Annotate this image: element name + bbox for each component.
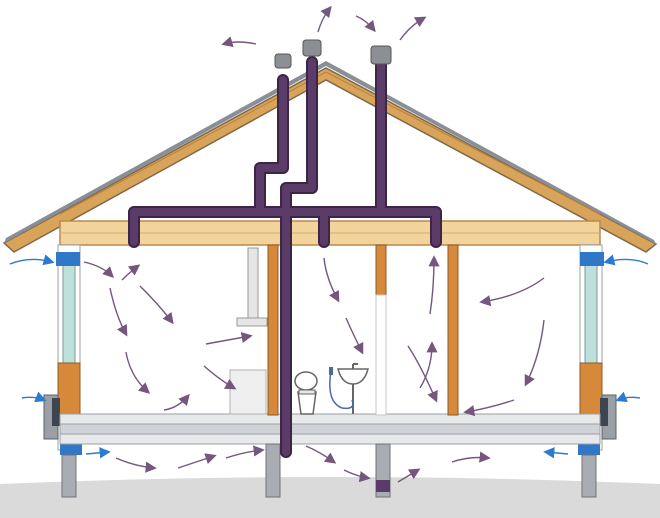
cap-icon bbox=[274, 39, 392, 69]
interior-walls bbox=[267, 244, 459, 416]
floor bbox=[59, 413, 601, 445]
arrow-icon bbox=[163, 393, 190, 411]
arrow-icon bbox=[317, 5, 332, 33]
arrow-icon bbox=[451, 451, 491, 463]
arrow-icon bbox=[139, 285, 174, 325]
arrow-icon bbox=[121, 264, 141, 281]
ventilation-ducts bbox=[128, 56, 442, 458]
left-top-vent bbox=[56, 252, 80, 266]
arrow-icon bbox=[203, 365, 237, 390]
arrow-icon bbox=[399, 16, 427, 41]
arrow-icon bbox=[397, 468, 421, 483]
arrow-icon bbox=[615, 391, 641, 403]
arrow-icon bbox=[305, 445, 337, 464]
left-bottom-vent bbox=[60, 443, 82, 455]
arrow-icon bbox=[225, 445, 265, 459]
arrow-icon bbox=[343, 469, 371, 483]
ground bbox=[0, 477, 660, 518]
right-wall bbox=[578, 244, 617, 455]
arrow-icon bbox=[109, 287, 128, 337]
arrow-icon bbox=[419, 341, 438, 389]
arrow-icon bbox=[603, 254, 649, 266]
arrow-icon bbox=[115, 457, 157, 473]
arrow-icon bbox=[345, 317, 364, 355]
arrow-icon bbox=[221, 36, 257, 48]
toilet-icon bbox=[294, 371, 318, 415]
arrow-icon bbox=[125, 351, 151, 394]
arrow-icon bbox=[479, 277, 545, 307]
arrow-icon bbox=[85, 447, 111, 459]
right-top-vent bbox=[580, 252, 604, 266]
sink-icon bbox=[337, 363, 369, 414]
arrow-icon bbox=[524, 319, 545, 387]
arrow-icon bbox=[205, 331, 253, 345]
arrow-icon bbox=[323, 257, 340, 303]
left-wall bbox=[43, 244, 82, 455]
arrow-icon bbox=[177, 453, 217, 469]
arrow-icon bbox=[83, 261, 114, 278]
right-bottom-vent bbox=[578, 443, 600, 455]
airflow-arrows bbox=[9, 5, 649, 483]
foundation-piers bbox=[61, 443, 597, 498]
arrow-icon bbox=[463, 399, 515, 417]
arrow-icon bbox=[407, 345, 438, 403]
arrow-icon bbox=[355, 15, 376, 33]
arrow-icon bbox=[428, 255, 440, 315]
arrow-icon bbox=[543, 447, 569, 459]
arrow-icon bbox=[21, 391, 47, 403]
exhaust-hood bbox=[236, 247, 268, 327]
cabinet bbox=[229, 369, 267, 415]
shower-hose bbox=[329, 370, 354, 410]
arrow-icon bbox=[9, 254, 55, 266]
